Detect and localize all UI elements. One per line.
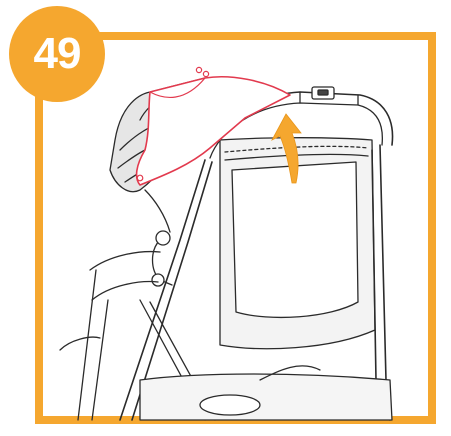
hinge bbox=[156, 231, 170, 245]
seat-pocket bbox=[232, 162, 358, 317]
step-number: 49 bbox=[34, 29, 81, 79]
step-badge: 49 bbox=[9, 6, 105, 102]
storage-basket bbox=[140, 374, 392, 420]
